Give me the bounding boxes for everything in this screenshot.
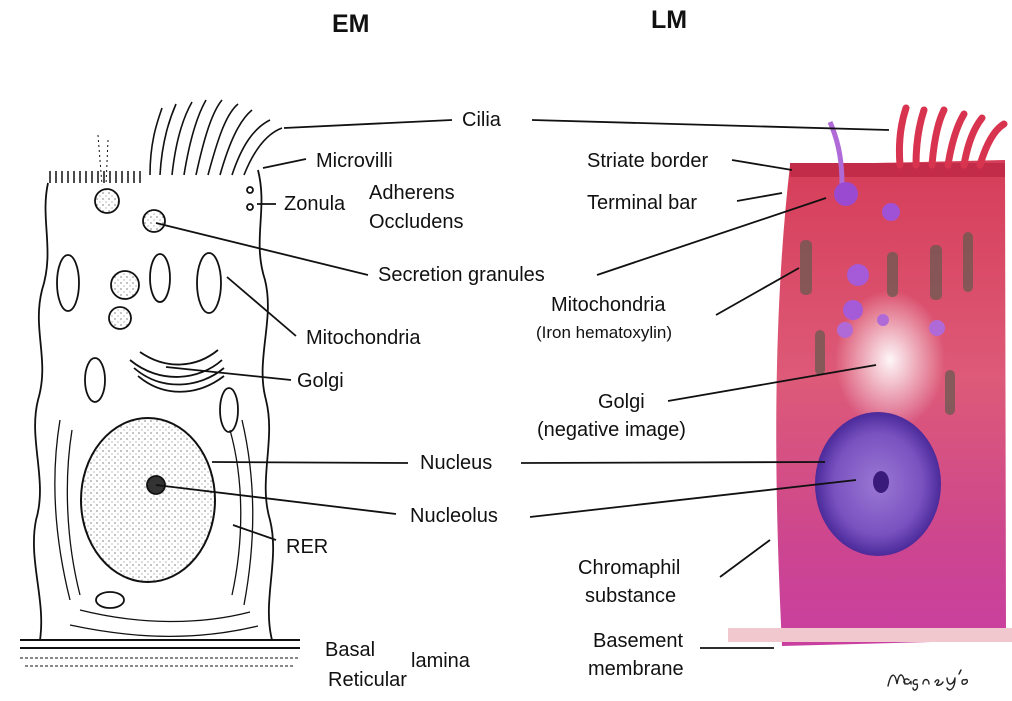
label-mitochondria-lm: Mitochondria bbox=[551, 295, 666, 315]
lm-granule bbox=[882, 203, 900, 221]
em-cell-drawing bbox=[20, 100, 300, 666]
label-iron-hematoxylin: (Iron hematoxylin) bbox=[536, 324, 672, 341]
label-golgi-lm: Golgi bbox=[598, 392, 645, 412]
em-granule bbox=[95, 189, 119, 213]
em-granule bbox=[111, 271, 139, 299]
label-striate-border: Striate border bbox=[587, 151, 708, 171]
em-junction bbox=[247, 204, 253, 210]
label-occludens: Occludens bbox=[369, 212, 464, 232]
lm-cell-painting bbox=[728, 108, 1012, 646]
label-nucleus: Nucleus bbox=[420, 453, 492, 473]
label-chromaphil: Chromaphil bbox=[578, 558, 680, 578]
lm-granule bbox=[843, 300, 863, 320]
label-rer: RER bbox=[286, 537, 328, 557]
lm-mitochondrion bbox=[930, 245, 942, 300]
em-microvilli bbox=[50, 171, 140, 183]
lm-granule bbox=[837, 322, 853, 338]
leader-striate-border bbox=[732, 160, 792, 170]
lm-mitochondrion bbox=[887, 252, 898, 297]
label-nucleolus: Nucleolus bbox=[410, 506, 498, 526]
leader-chromaphil bbox=[720, 540, 770, 577]
leader-cilia-em bbox=[284, 120, 452, 128]
leader-microvilli bbox=[263, 159, 306, 168]
lm-cilia bbox=[899, 108, 1004, 165]
leader-terminal-bar bbox=[737, 193, 782, 201]
lm-basement-membrane bbox=[728, 628, 1012, 642]
em-mitochondrion bbox=[197, 253, 221, 313]
leader-nucleus-lm bbox=[521, 462, 825, 463]
em-mitochondrion bbox=[57, 255, 79, 311]
em-granule bbox=[109, 307, 131, 329]
label-cilia: Cilia bbox=[462, 110, 501, 130]
label-secretion-granules: Secretion granules bbox=[378, 265, 545, 285]
em-cilia bbox=[150, 100, 282, 175]
lm-granule bbox=[877, 314, 889, 326]
em-mitochondrion bbox=[85, 358, 105, 402]
em-mitochondrion bbox=[150, 254, 170, 302]
label-negative-image: (negative image) bbox=[537, 420, 686, 440]
label-terminal-bar: Terminal bar bbox=[587, 193, 697, 213]
em-mitochondrion bbox=[220, 388, 238, 432]
label-adherens: Adherens bbox=[369, 183, 455, 203]
label-membrane: membrane bbox=[588, 659, 684, 679]
em-basal-lamina bbox=[20, 640, 300, 648]
label-basement: Basement bbox=[593, 631, 683, 651]
lm-mitochondrion bbox=[800, 240, 812, 295]
lm-mitochondrion bbox=[815, 330, 825, 375]
lm-granule bbox=[847, 264, 869, 286]
em-reticular-fibers bbox=[20, 658, 300, 666]
label-basal: Basal bbox=[325, 640, 375, 660]
artist-signature bbox=[885, 666, 975, 692]
em-mitochondrion bbox=[96, 592, 124, 608]
em-granule bbox=[143, 210, 165, 232]
em-junction bbox=[247, 187, 253, 193]
leader-golgi-em bbox=[166, 367, 291, 380]
em-heading: EM bbox=[332, 12, 370, 37]
lm-nucleolus bbox=[873, 471, 889, 493]
leader-mitochondria-em bbox=[227, 277, 296, 336]
label-microvilli: Microvilli bbox=[316, 151, 393, 171]
label-substance: substance bbox=[585, 586, 676, 606]
lm-granule bbox=[834, 182, 858, 206]
em-nucleus bbox=[81, 418, 215, 582]
label-mitochondria-em: Mitochondria bbox=[306, 328, 421, 348]
label-lamina: lamina bbox=[411, 651, 470, 671]
lm-heading: LM bbox=[651, 8, 687, 33]
em-secretion-stream bbox=[98, 135, 108, 185]
lm-mitochondrion bbox=[963, 232, 973, 292]
label-golgi-em: Golgi bbox=[297, 371, 344, 391]
lm-granule bbox=[929, 320, 945, 336]
label-zonula: Zonula bbox=[284, 194, 345, 214]
label-reticular: Reticular bbox=[328, 670, 407, 690]
leader-cilia-lm bbox=[532, 120, 889, 130]
leader-nucleus-em bbox=[212, 462, 408, 463]
lm-mitochondrion bbox=[945, 370, 955, 415]
